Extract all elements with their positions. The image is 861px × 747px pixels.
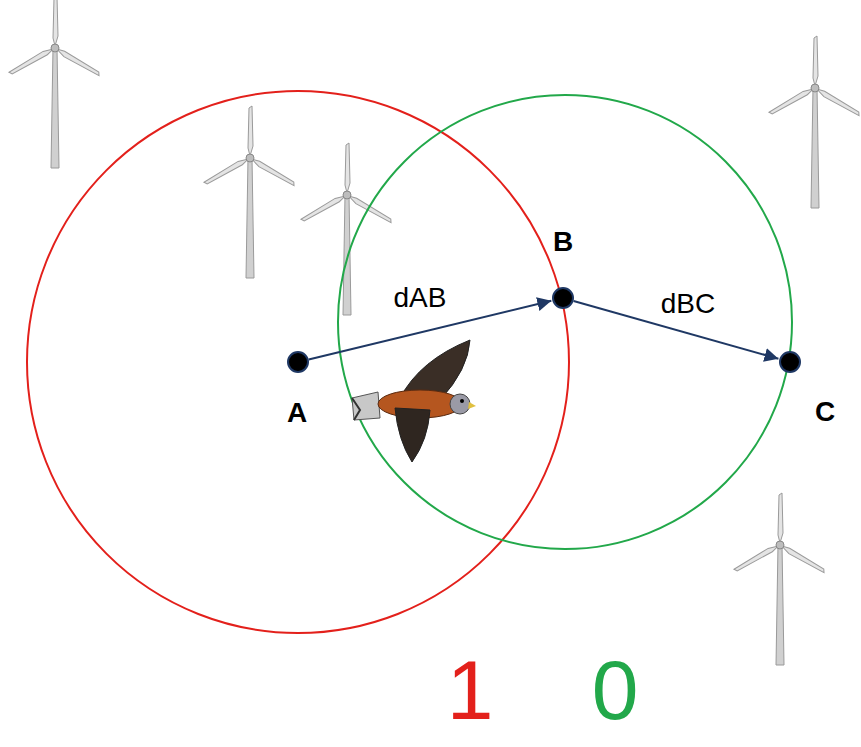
range-circle-green — [338, 95, 792, 549]
point-label: B — [553, 226, 573, 258]
wind-turbine — [300, 143, 393, 315]
distance-label: dAB — [394, 282, 447, 314]
point-label: A — [287, 397, 307, 429]
point-dot: A — [287, 351, 309, 373]
kestrel-bird — [352, 340, 476, 462]
wind-turbine — [203, 106, 296, 278]
range-circle-red — [27, 91, 569, 633]
wind-turbine — [768, 36, 861, 208]
point-dot: B — [552, 287, 574, 309]
point-label: C — [815, 396, 835, 428]
wind-turbine — [8, 0, 101, 168]
wind-turbine — [733, 493, 826, 665]
outcome-number: 1 — [447, 648, 494, 732]
wind-turbines — [8, 0, 861, 665]
point-dot: C — [779, 351, 801, 373]
distance-label: dBC — [661, 288, 715, 320]
outcome-number: 0 — [592, 648, 639, 732]
